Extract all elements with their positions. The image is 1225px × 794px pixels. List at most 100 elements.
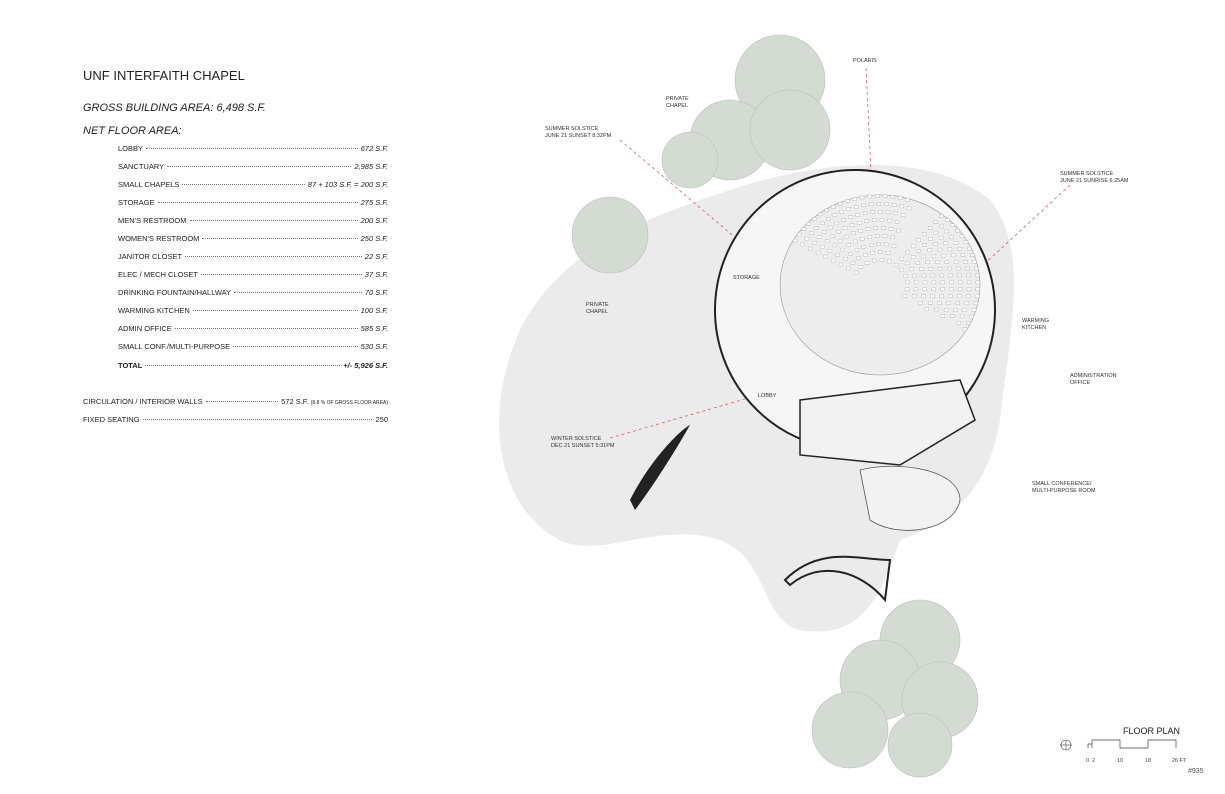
label-line: WINTER SOLSTICE: [551, 436, 602, 442]
seat: [957, 273, 962, 278]
seat: [862, 211, 868, 215]
room-area: 100 S.F.: [360, 306, 388, 315]
seat: [957, 294, 962, 298]
room-area: 2,985 S.F.: [354, 162, 388, 171]
seating-value: 250: [375, 415, 388, 424]
seat: [933, 242, 938, 246]
seat: [937, 301, 942, 305]
seat: [830, 234, 835, 239]
seat: [804, 236, 810, 241]
total-label: TOTAL: [118, 361, 143, 370]
seat: [966, 287, 972, 292]
seat: [846, 266, 851, 271]
seat: [966, 280, 972, 285]
seat: [853, 270, 859, 275]
seat: [962, 308, 967, 312]
room-area: 585 S.F.: [360, 324, 388, 333]
seat: [927, 248, 932, 252]
project-title: UNF INTERFAITH CHAPEL: [83, 68, 245, 83]
conference-room: [859, 465, 961, 531]
seat: [843, 257, 848, 261]
seat: [928, 267, 934, 271]
seat: [865, 227, 871, 231]
seat: [848, 252, 853, 256]
seat: [899, 267, 904, 272]
seat: [965, 266, 970, 271]
sheet-number: #935: [1188, 768, 1204, 775]
seat: [822, 230, 827, 234]
seat: [837, 202, 843, 206]
seat: [922, 243, 927, 247]
seat: [910, 255, 916, 259]
seat: [808, 246, 813, 251]
seat: [890, 195, 895, 199]
seat: [885, 210, 891, 215]
seat: [949, 280, 954, 285]
seat: [956, 266, 961, 271]
seat: [949, 287, 954, 292]
seat: [809, 231, 814, 235]
seat: [905, 280, 910, 285]
seat: [831, 205, 836, 209]
room-area: 275 S.F.: [360, 198, 388, 207]
room-label: SANCTUARY: [118, 162, 165, 171]
label-line: DEC 21 SUNSET 5:31PM: [551, 443, 615, 449]
seat: [853, 205, 859, 209]
room-label: STORAGE: [118, 198, 155, 207]
seat: [836, 230, 841, 234]
seat: [861, 203, 866, 208]
seat: [887, 218, 892, 223]
seat: [856, 256, 861, 260]
seat: [933, 220, 938, 224]
seat: [820, 244, 825, 249]
seat: [906, 206, 912, 211]
seat: [891, 244, 897, 248]
seat: [890, 235, 895, 240]
room-label: SMALL CONF./MULTI-PURPOSE: [118, 342, 231, 351]
seat: [853, 239, 858, 244]
seat: [844, 234, 850, 239]
seat: [921, 294, 926, 298]
seat: [946, 301, 951, 305]
scale-tick: 26 FT: [1172, 758, 1187, 764]
seat: [846, 207, 852, 211]
seat: [905, 261, 910, 266]
seat: [949, 235, 954, 239]
seat: [840, 247, 845, 252]
seat: [828, 225, 833, 230]
seat: [928, 237, 933, 241]
seat: [939, 224, 944, 229]
seating-label: FIXED SEATING: [83, 415, 140, 424]
label-line: CHAPEL: [586, 309, 609, 315]
seat: [824, 208, 829, 213]
seat: [873, 226, 878, 230]
seat: [938, 235, 944, 240]
seat: [957, 287, 963, 292]
seat: [820, 221, 825, 225]
seat: [911, 294, 917, 298]
seat: [940, 280, 945, 285]
seat: [931, 254, 937, 258]
seat: [969, 253, 975, 257]
seat: [939, 214, 944, 218]
seat: [806, 222, 812, 226]
label-storage: STORAGE: [733, 275, 760, 281]
seat: [848, 215, 853, 219]
seat: [849, 223, 855, 227]
seat: [939, 294, 944, 298]
label-line: MULTI-PURPOSE ROOM: [1032, 488, 1096, 494]
seat: [858, 229, 863, 233]
seat: [875, 234, 880, 238]
seat: [846, 243, 851, 247]
seat: [899, 204, 904, 209]
seat: [839, 210, 844, 214]
seat: [896, 228, 901, 233]
room-label: JANITOR CLOSET: [118, 252, 183, 261]
seat: [975, 273, 980, 278]
seat: [953, 308, 958, 312]
seat: [898, 196, 903, 200]
